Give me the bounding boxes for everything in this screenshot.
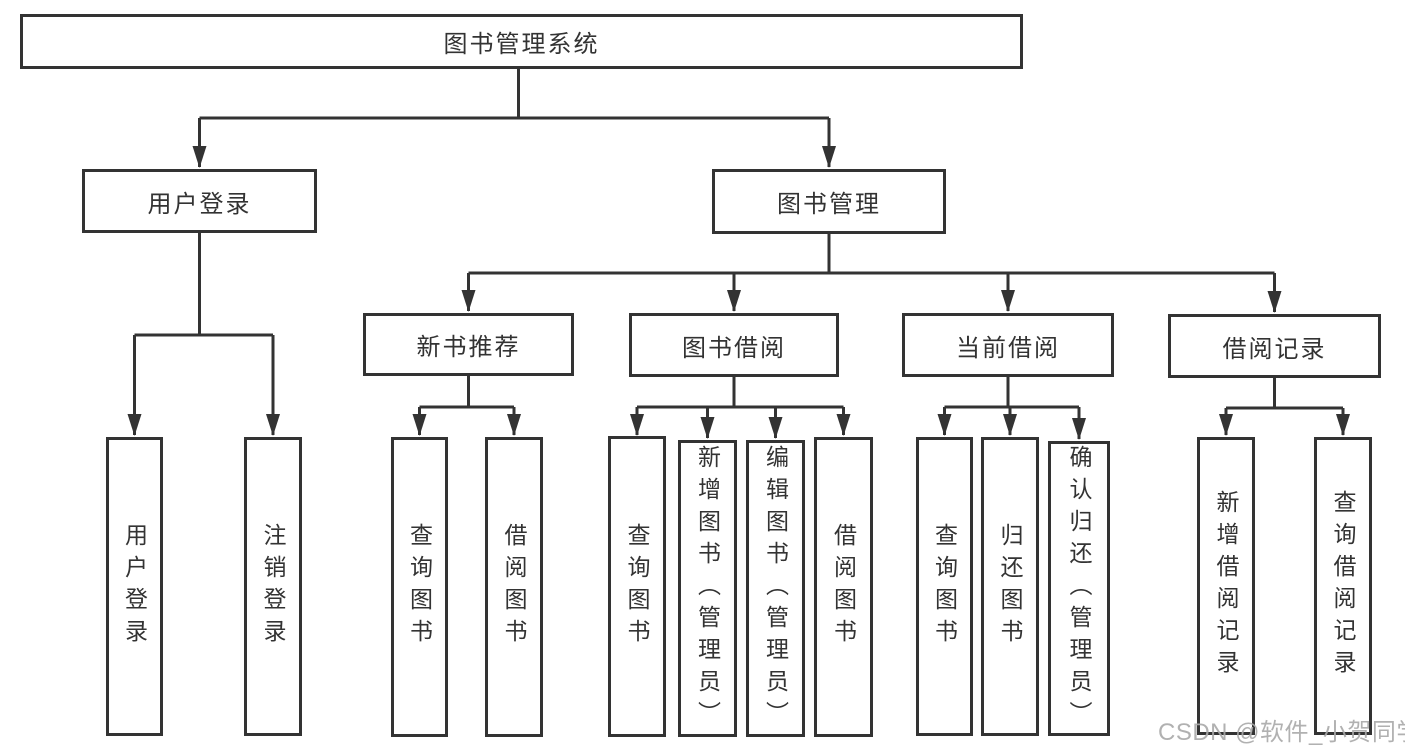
leaf-borrow-book: 借阅图书 xyxy=(814,437,873,737)
leaf-query-book-recommend: 查询图书 xyxy=(391,437,448,737)
leaf-return-book: 归还图书 xyxy=(981,437,1039,736)
leaf-add-borrow-record: 新增借阅记录 xyxy=(1197,437,1255,735)
leaf-confirm-return-admin: 确认归还（管理员） xyxy=(1048,441,1110,736)
tree-edges xyxy=(127,69,1350,440)
node-current-borrowing: 当前借阅 xyxy=(902,313,1114,377)
leaf-borrow-book-recommend: 借阅图书 xyxy=(485,437,543,737)
node-root: 图书管理系统 xyxy=(20,14,1023,69)
leaf-query-borrow-record: 查询借阅记录 xyxy=(1314,437,1372,735)
leaf-logout-login: 注销登录 xyxy=(244,437,302,736)
leaf-query-book-borrowing: 查询图书 xyxy=(608,436,666,737)
leaf-edit-book-admin: 编辑图书（管理员） xyxy=(746,440,805,737)
node-book-borrowing: 图书借阅 xyxy=(629,313,839,377)
node-new-book-recommend: 新书推荐 xyxy=(363,313,574,376)
node-borrowing-records: 借阅记录 xyxy=(1168,314,1381,378)
node-user-login: 用户登录 xyxy=(82,169,317,233)
leaf-user-login: 用户登录 xyxy=(106,437,163,736)
leaf-add-book-admin: 新增图书（管理员） xyxy=(678,440,737,737)
watermark: CSDN @软件_小贺同学 xyxy=(1158,719,1405,746)
leaf-query-book-current: 查询图书 xyxy=(916,437,973,736)
node-book-management: 图书管理 xyxy=(712,169,946,234)
